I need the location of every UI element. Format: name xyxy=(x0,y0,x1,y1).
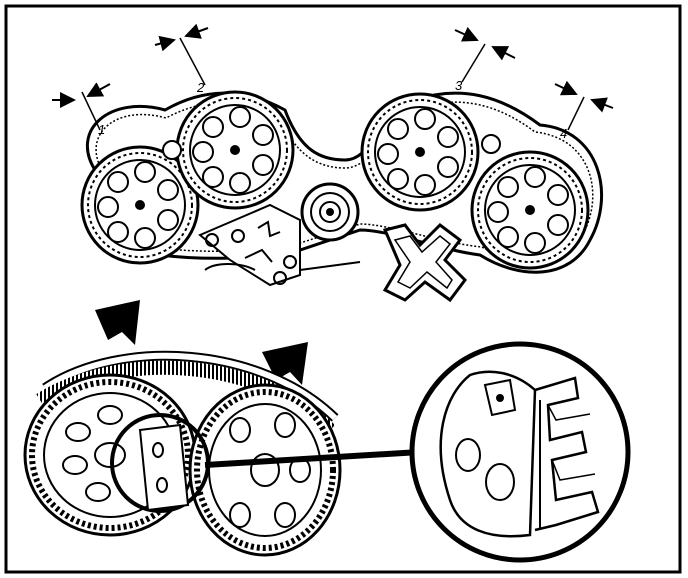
callout-3: 3 xyxy=(454,26,516,93)
callout-2: 2 xyxy=(154,23,209,95)
cross-bracket xyxy=(382,223,467,303)
engine-housing-outline xyxy=(204,263,256,271)
cam-pulley-1 xyxy=(80,145,200,265)
callout-label-4: 4 xyxy=(560,126,567,141)
idler-pulley-right xyxy=(481,134,501,154)
right-cam-gear xyxy=(188,383,342,557)
direction-arrow-left xyxy=(95,300,140,345)
callout-1: 1 xyxy=(52,82,111,137)
idler-pulley-left xyxy=(162,140,182,160)
locking-tool-detail xyxy=(409,341,631,563)
tensioner-pulley xyxy=(300,182,360,242)
detail-leader-line xyxy=(204,449,421,468)
figure-border xyxy=(4,4,682,574)
lower-pulley-view xyxy=(23,300,631,563)
callout-4: 4 xyxy=(554,80,614,141)
upper-belt-view: 1 2 3 4 xyxy=(52,23,614,303)
tensioner-bracket xyxy=(198,203,301,287)
callout-label-2: 2 xyxy=(196,80,205,95)
callout-label-3: 3 xyxy=(455,78,463,93)
callout-label-1: 1 xyxy=(98,122,105,137)
cam-pulley-4 xyxy=(470,150,590,270)
camshaft-locking-tool xyxy=(138,423,190,512)
cam-pulley-2 xyxy=(175,90,295,210)
cam-pulley-3 xyxy=(360,92,480,212)
